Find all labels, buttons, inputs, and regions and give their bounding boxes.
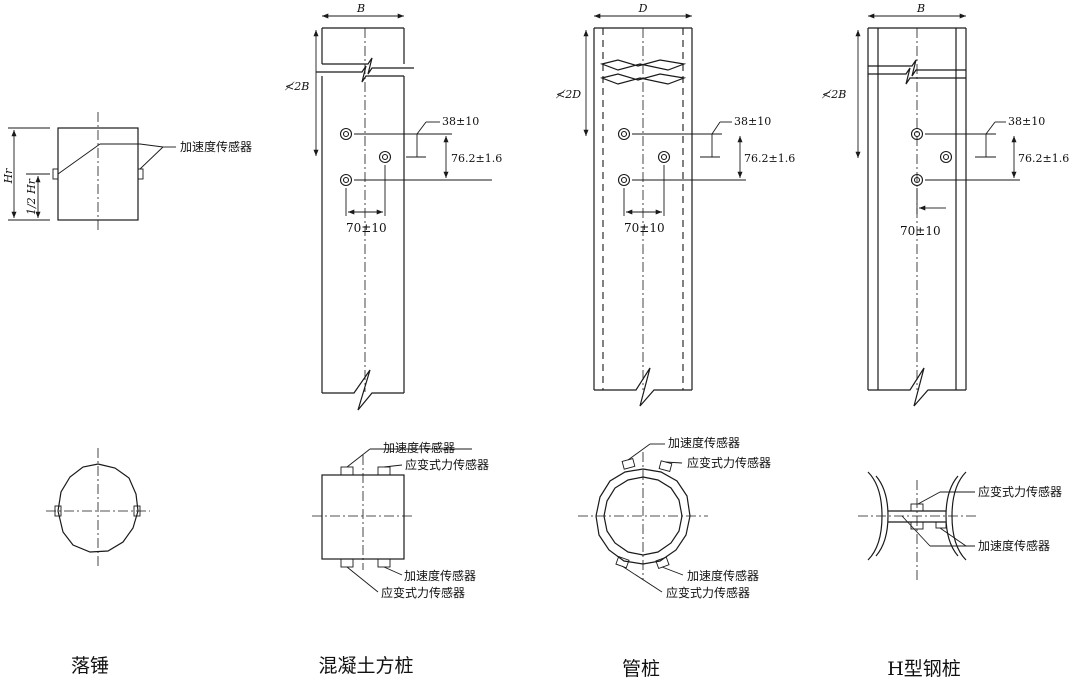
concrete-length-label: ≮2B: [284, 80, 309, 93]
hammer-sensor-left: [52, 168, 59, 180]
h-pile-elevation: [855, 13, 1020, 407]
caption-concrete: 混凝土方桩: [318, 655, 413, 677]
h-dim-70: 70±10: [900, 224, 941, 238]
h-dim-38: 38±10: [1008, 115, 1045, 128]
pipe-pile-elevation: [583, 13, 746, 407]
pipe-dim-76: 76.2±1.6: [744, 152, 795, 165]
pipe-accel-top: 加速度传感器: [668, 435, 740, 450]
h-accel-label: 加速度传感器: [978, 538, 1050, 553]
hammer-elevation: [8, 112, 176, 232]
concrete-pile-plan: [312, 448, 472, 593]
concrete-strain-top: 应变式力传感器: [405, 457, 489, 472]
h-length-label: ≮2B: [821, 88, 846, 101]
concrete-pile-elevation: [313, 13, 492, 411]
concrete-accel-bottom: 加速度传感器: [404, 568, 476, 583]
pipe-dim-38: 38±10: [734, 115, 771, 128]
h-pile-plan: [858, 471, 976, 580]
concrete-dim-76: 76.2±1.6: [451, 152, 502, 165]
concrete-strain-bottom: 应变式力传感器: [381, 585, 465, 600]
pipe-accel-bottom: 加速度传感器: [687, 568, 759, 583]
caption-hammer: 落锤: [71, 655, 109, 677]
hammer-sensor-right: [137, 168, 144, 180]
caption-h-pile: H型钢桩: [887, 658, 961, 680]
pipe-strain-bottom: 应变式力传感器: [666, 585, 750, 600]
concrete-dim-70: 70±10: [346, 221, 387, 235]
concrete-accel-top: 加速度传感器: [383, 440, 455, 455]
h-dim-76: 76.2±1.6: [1018, 152, 1069, 165]
h-width-label: B: [916, 2, 925, 15]
pipe-pile-plan: [578, 443, 708, 593]
half-hr-label: 1/2 Hr: [25, 178, 38, 215]
hr-label: Hr: [2, 168, 15, 185]
concrete-dim-38: 38±10: [442, 115, 479, 128]
hammer-accel-label: 加速度传感器: [180, 139, 252, 154]
pipe-dim-70: 70±10: [624, 221, 665, 235]
concrete-width-label: B: [356, 2, 365, 15]
pipe-length-label: ≮2D: [555, 88, 581, 101]
hammer-plan: [46, 448, 150, 568]
pipe-diameter-label: D: [638, 2, 648, 15]
pipe-strain-top: 应变式力传感器: [687, 455, 771, 470]
caption-pipe: 管桩: [622, 658, 660, 680]
h-strain-label: 应变式力传感器: [978, 484, 1062, 499]
